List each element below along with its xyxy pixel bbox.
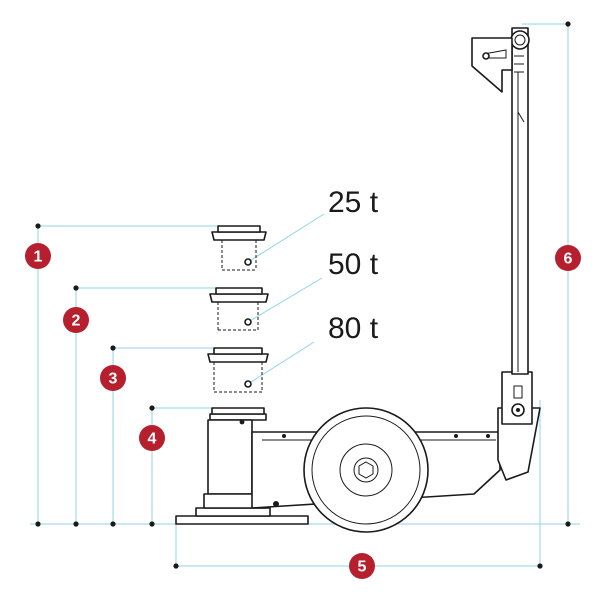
ram-head-80t [207,347,269,393]
svg-text:4: 4 [148,431,157,448]
capacity-label-25t: 25 t [328,186,379,219]
ram-head-50t [209,287,269,331]
dimension-badge-3: 3 [100,365,126,391]
dimension-badge-1: 1 [25,243,51,269]
jack-body [175,27,541,533]
svg-text:3: 3 [109,371,118,388]
ram-head-25t [211,225,267,271]
svg-text:5: 5 [358,559,367,576]
dimension-badge-2: 2 [63,307,89,333]
dimension-badge-6: 6 [555,245,581,271]
svg-text:6: 6 [564,251,573,268]
capacity-labels: 25 t 50 t 80 t [328,186,379,345]
dimension-badges: 1 2 3 4 5 6 [25,243,581,579]
capacity-label-80t: 80 t [328,312,379,345]
dimension-endpoints [35,21,571,569]
dimension-badge-4: 4 [139,425,165,451]
dimension-badge-5: 5 [349,553,375,579]
dimension-lines [30,23,580,567]
capacity-label-50t: 50 t [328,248,379,281]
svg-text:2: 2 [72,313,81,330]
svg-text:1: 1 [34,249,43,266]
